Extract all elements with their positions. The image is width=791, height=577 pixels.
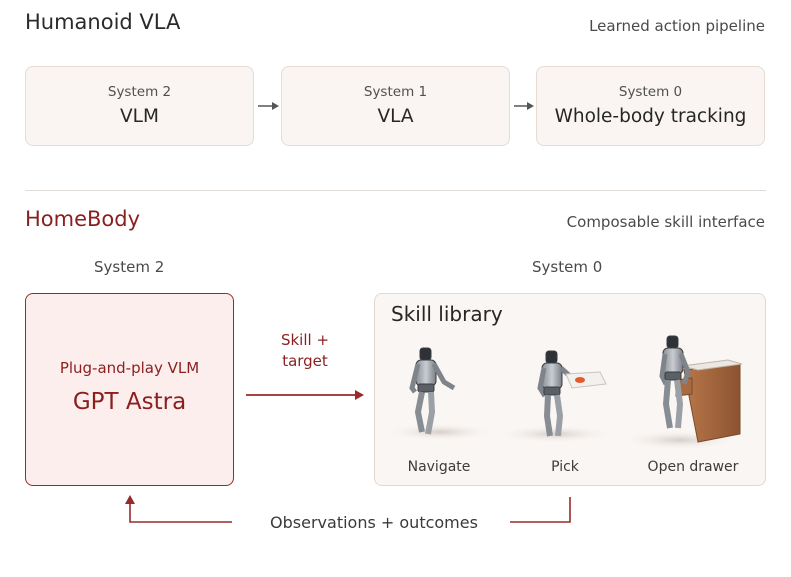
section-divider	[25, 190, 766, 191]
vlm-box: Plug-and-play VLM GPT Astra	[25, 293, 234, 486]
skill-name-navigate: Navigate	[407, 459, 471, 475]
skill-target-label-line2: target	[282, 352, 328, 370]
system-name: VLM	[120, 106, 159, 127]
arrow-right-icon	[514, 102, 534, 110]
system-label: System 2	[107, 84, 172, 100]
system-name: VLA	[377, 106, 414, 127]
system-label: System 1	[363, 84, 428, 100]
arrow-up-icon	[125, 495, 135, 504]
feedback-label: Observations + outcomes	[270, 513, 478, 532]
vlm-tagline: Plug-and-play VLM	[59, 359, 200, 377]
skill-name-pick: Pick	[551, 459, 579, 475]
column-label-system-0: System 0	[532, 258, 603, 276]
feedback-arrow	[129, 497, 571, 523]
skill-target-label: Skill + target	[270, 330, 340, 372]
system-name: Whole-body tracking	[554, 106, 747, 127]
robot-pick-figure	[537, 350, 607, 437]
robot-open-drawer-figure	[659, 335, 743, 443]
system-1-box: System 1 VLA	[281, 66, 510, 146]
skill-target-label-line1: Skill +	[280, 331, 330, 349]
skill-target-arrow	[246, 390, 364, 400]
system-2-box: System 2 VLM	[25, 66, 254, 146]
robot-navigate-figure	[409, 347, 456, 435]
section-title-humanoid-vla: Humanoid VLA	[25, 10, 181, 34]
system-label: System 0	[618, 84, 683, 100]
section-title-homebody: HomeBody	[25, 207, 141, 231]
section-subtitle-pipeline: Learned action pipeline	[589, 17, 765, 35]
skill-library-title: Skill library	[391, 302, 503, 326]
skill-name-open-drawer: Open drawer	[647, 459, 739, 475]
vlm-name: GPT Astra	[72, 389, 187, 415]
system-0-box: System 0 Whole-body tracking	[536, 66, 765, 146]
column-label-system-2: System 2	[94, 258, 165, 276]
arrow-right-icon	[258, 102, 279, 110]
section-subtitle-skill-interface: Composable skill interface	[566, 213, 765, 231]
